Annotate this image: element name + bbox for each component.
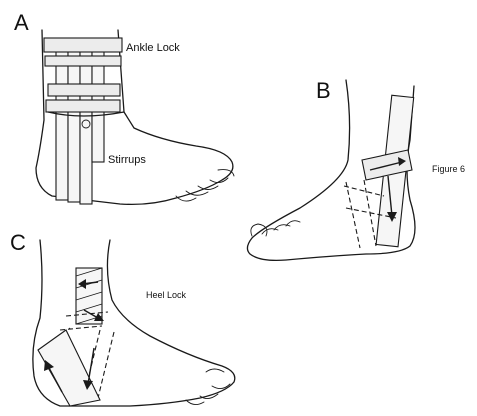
ankle-lock-band-top — [44, 38, 122, 52]
panel-b: B Figure 6 — [247, 78, 465, 260]
panel-a-letter: A — [14, 10, 29, 35]
heel-lock-label: Heel Lock — [146, 290, 187, 300]
panel-b-letter: B — [316, 78, 331, 103]
arrow — [88, 348, 94, 384]
panel-a: A Ankle Lock Stirrups — [14, 10, 234, 204]
stirrups-label: Stirrups — [108, 154, 146, 166]
dashed-strip-edge — [344, 186, 384, 196]
dashed-strip-edge — [346, 182, 360, 248]
panel-c-letter: C — [10, 230, 26, 255]
toes-a — [176, 170, 234, 201]
ankle-lock-band — [46, 100, 120, 112]
toes-b — [251, 221, 300, 236]
ankle-lock-band — [45, 56, 121, 66]
figure-caption: Figure 6 — [432, 164, 465, 174]
dashed-strip-edge — [98, 332, 114, 398]
panel-c: C — [10, 230, 235, 406]
ankle-lock-label: Ankle Lock — [126, 42, 180, 54]
ankle-lock-band — [48, 84, 120, 96]
